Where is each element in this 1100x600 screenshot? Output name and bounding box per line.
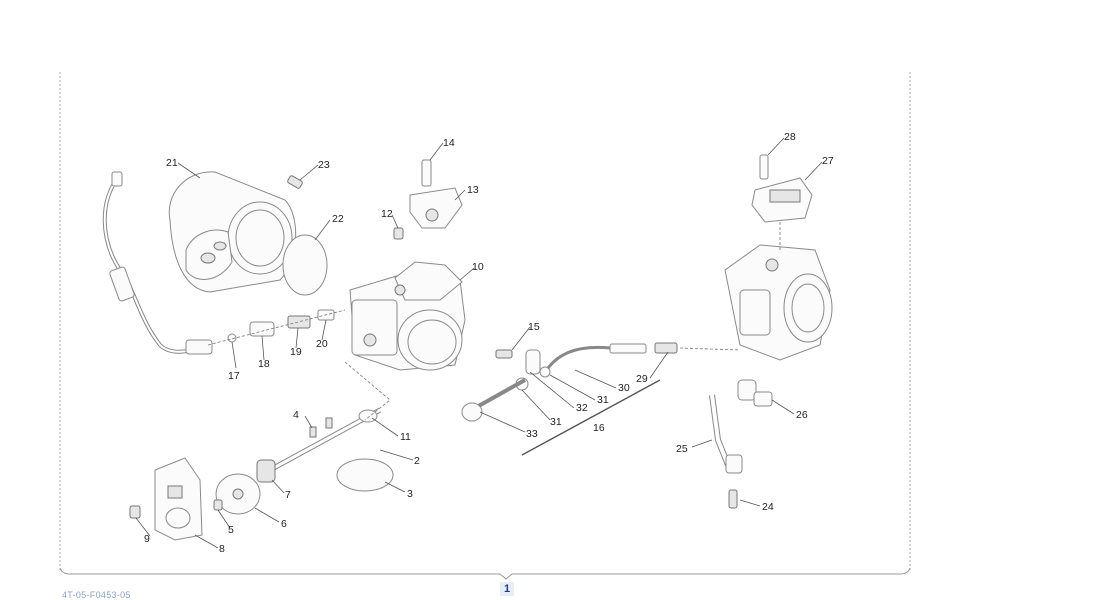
elbow-26: [737, 379, 757, 401]
throttle-body-right: [724, 244, 833, 361]
label-3: 3: [407, 488, 413, 500]
bracket: [409, 187, 463, 229]
label-7: 7: [285, 489, 291, 501]
bolt-14: [421, 159, 432, 187]
label-8: 8: [219, 543, 225, 555]
knob-33: [461, 378, 526, 422]
label-13: 13: [467, 184, 479, 196]
label-15: 15: [528, 321, 540, 333]
diagram-frame: [59, 72, 911, 580]
screw-24: [728, 489, 738, 509]
label-23: 23: [318, 159, 330, 171]
group-line-16: [521, 379, 661, 456]
intake-housing: [168, 171, 297, 293]
screw-9: [129, 505, 141, 519]
label-12: 12: [381, 208, 393, 220]
spring-29: [654, 342, 678, 354]
label-2: 2: [414, 455, 420, 467]
o-ring: [282, 234, 328, 296]
return-spring: [256, 459, 276, 483]
label-6: 6: [281, 518, 287, 530]
butterfly-plate: [336, 458, 394, 492]
label-29: 29: [636, 373, 648, 385]
label-11: 11: [400, 431, 411, 443]
label-17: 17: [228, 370, 240, 382]
label-14: 14: [443, 137, 455, 149]
label-26: 26: [796, 409, 808, 421]
label-22: 22: [332, 213, 344, 225]
nut-12: [393, 227, 404, 240]
label-19: 19: [290, 346, 302, 358]
leader-lines: [135, 137, 823, 549]
label-21: 21: [166, 157, 178, 169]
label-30: 30: [618, 382, 630, 394]
drawing-code: 4T-05-F0453-05: [62, 590, 131, 600]
label-16: 16: [593, 422, 605, 434]
label-25: 25: [676, 443, 688, 455]
label-4: 4: [293, 409, 299, 421]
throttle-body: [349, 261, 466, 371]
label-9: 9: [144, 533, 150, 545]
label-32: 32: [576, 402, 588, 414]
spring-19: [287, 315, 311, 329]
plate-32: [525, 349, 541, 375]
label-31a: 31: [597, 394, 609, 406]
throttle-shaft: [268, 361, 391, 473]
screw-23: [287, 175, 303, 189]
screw-28: [759, 154, 769, 180]
page-number[interactable]: 1: [500, 582, 514, 596]
label-10: 10: [472, 261, 484, 273]
label-27: 27: [822, 155, 834, 167]
throttle-cable: [102, 171, 213, 355]
fitting-18: [249, 321, 275, 337]
label-28: 28: [784, 131, 796, 143]
label-33: 33: [526, 428, 538, 440]
label-20: 20: [316, 338, 328, 350]
screw-15: [495, 349, 513, 359]
label-31b: 31: [550, 416, 562, 428]
label-24: 24: [762, 501, 774, 513]
label-5: 5: [228, 524, 234, 536]
callouts: 21 23 22 14 13 12 10 28 27 15 29 30 31 3…: [144, 131, 834, 555]
label-18: 18: [258, 358, 270, 370]
